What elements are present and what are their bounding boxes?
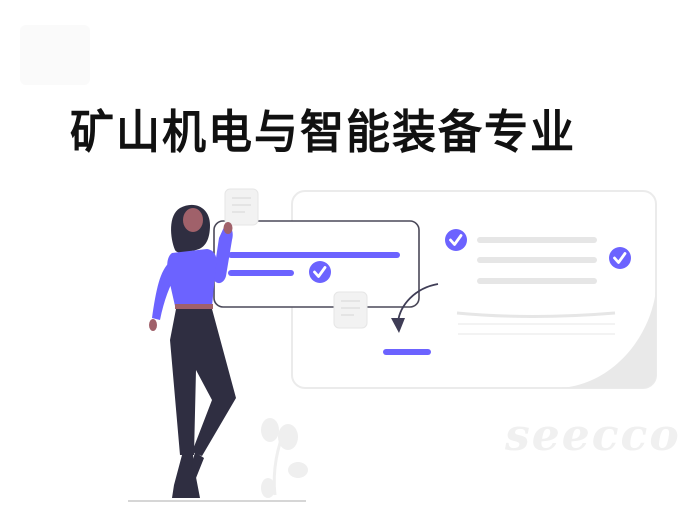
page-title: 矿山机电与智能装备专业: [70, 105, 576, 160]
plant-icon: [261, 418, 308, 498]
check-icon: [609, 247, 631, 269]
note-icon: [224, 188, 259, 226]
watermark: seecco: [505, 410, 681, 461]
person-illustration: [149, 204, 236, 498]
note-icon: [333, 291, 368, 329]
check-icon: [309, 261, 331, 283]
faint-logo-mark: [20, 25, 90, 85]
check-icon: [445, 229, 467, 251]
curved-arrow-icon: [391, 283, 439, 333]
